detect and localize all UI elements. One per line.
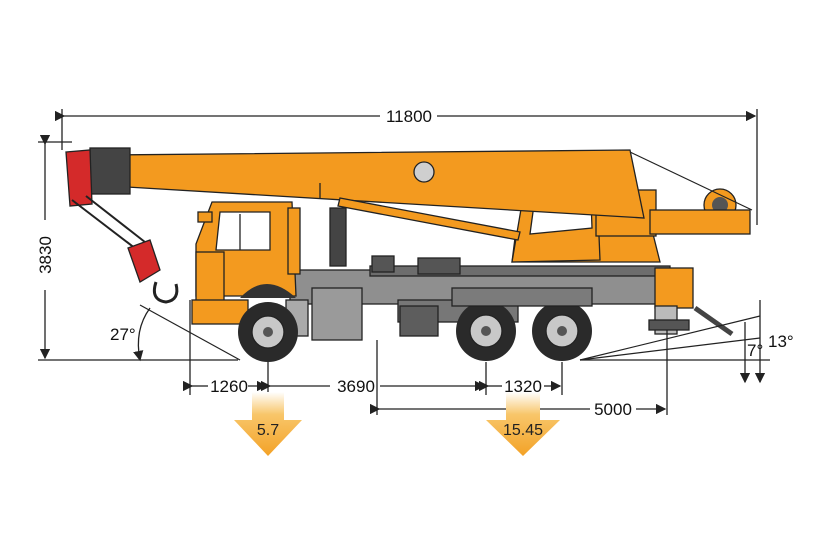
overall-length-dimension: 11800 — [54, 107, 758, 225]
overall-length-label: 11800 — [386, 107, 432, 126]
rear-bogie-load-label: 15.45 — [503, 422, 543, 439]
rear-outrigger — [285, 267, 734, 337]
boom-head — [65, 149, 151, 253]
hook-block — [127, 239, 179, 304]
overall-height-dimension: 3830 — [36, 134, 238, 361]
rear-wheel-1 — [456, 301, 516, 361]
overall-height-label: 3830 — [36, 236, 55, 274]
bottom-dimensions: 1260 3690 1320 5000 — [182, 300, 668, 419]
truck-cab — [191, 201, 301, 325]
telescopic-boom — [89, 147, 753, 241]
luffing-cylinder — [337, 197, 521, 241]
front-overhang-label: 1260 — [210, 377, 248, 396]
rear-fender — [451, 287, 593, 307]
front-wheel — [238, 302, 298, 362]
front-axle-load-label: 5.7 — [257, 422, 279, 439]
front-axle-load-arrow: 5.7 — [234, 392, 302, 456]
approach-angle-label: 27° — [110, 325, 136, 344]
departure-angles: 7° 13° — [579, 300, 794, 384]
outrigger-base-label: 5000 — [594, 400, 632, 419]
departure-angle-1-label: 7° — [747, 341, 763, 360]
departure-angle-2-label: 13° — [768, 332, 794, 351]
rear-bogie-load-arrow: 15.45 — [486, 392, 560, 456]
wheelbase-label: 3690 — [337, 377, 375, 396]
axle-spacing-label: 1320 — [504, 377, 542, 396]
rear-wheel-2 — [532, 301, 592, 361]
